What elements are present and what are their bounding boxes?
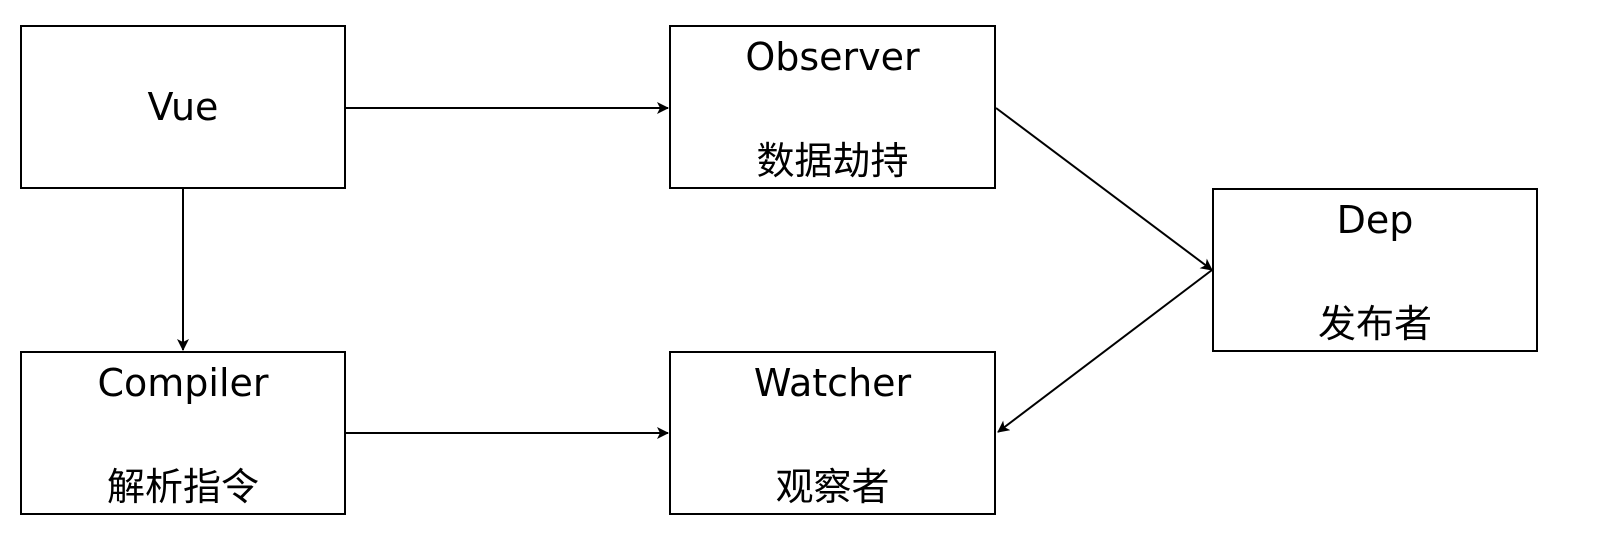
- compiler-node-title: Compiler: [97, 361, 269, 405]
- observer-node: Observer 数据劫持: [669, 25, 996, 189]
- edge-observer-to-dep: [995, 107, 1213, 271]
- vue-node: Vue: [20, 25, 346, 189]
- compiler-node: Compiler 解析指令: [20, 351, 346, 515]
- watcher-node: Watcher 观察者: [669, 351, 996, 515]
- observer-node-subtitle: 数据劫持: [756, 139, 909, 183]
- dep-node: Dep 发布者: [1212, 188, 1538, 352]
- vue-node-title: Vue: [147, 85, 219, 129]
- compiler-node-subtitle: 解析指令: [106, 465, 259, 509]
- dep-node-subtitle: 发布者: [1317, 302, 1432, 346]
- watcher-node-subtitle: 观察者: [775, 465, 890, 509]
- observer-node-title: Observer: [745, 35, 920, 79]
- dep-node-title: Dep: [1336, 198, 1414, 242]
- edge-dep-to-watcher: [997, 269, 1213, 433]
- watcher-node-title: Watcher: [753, 361, 912, 405]
